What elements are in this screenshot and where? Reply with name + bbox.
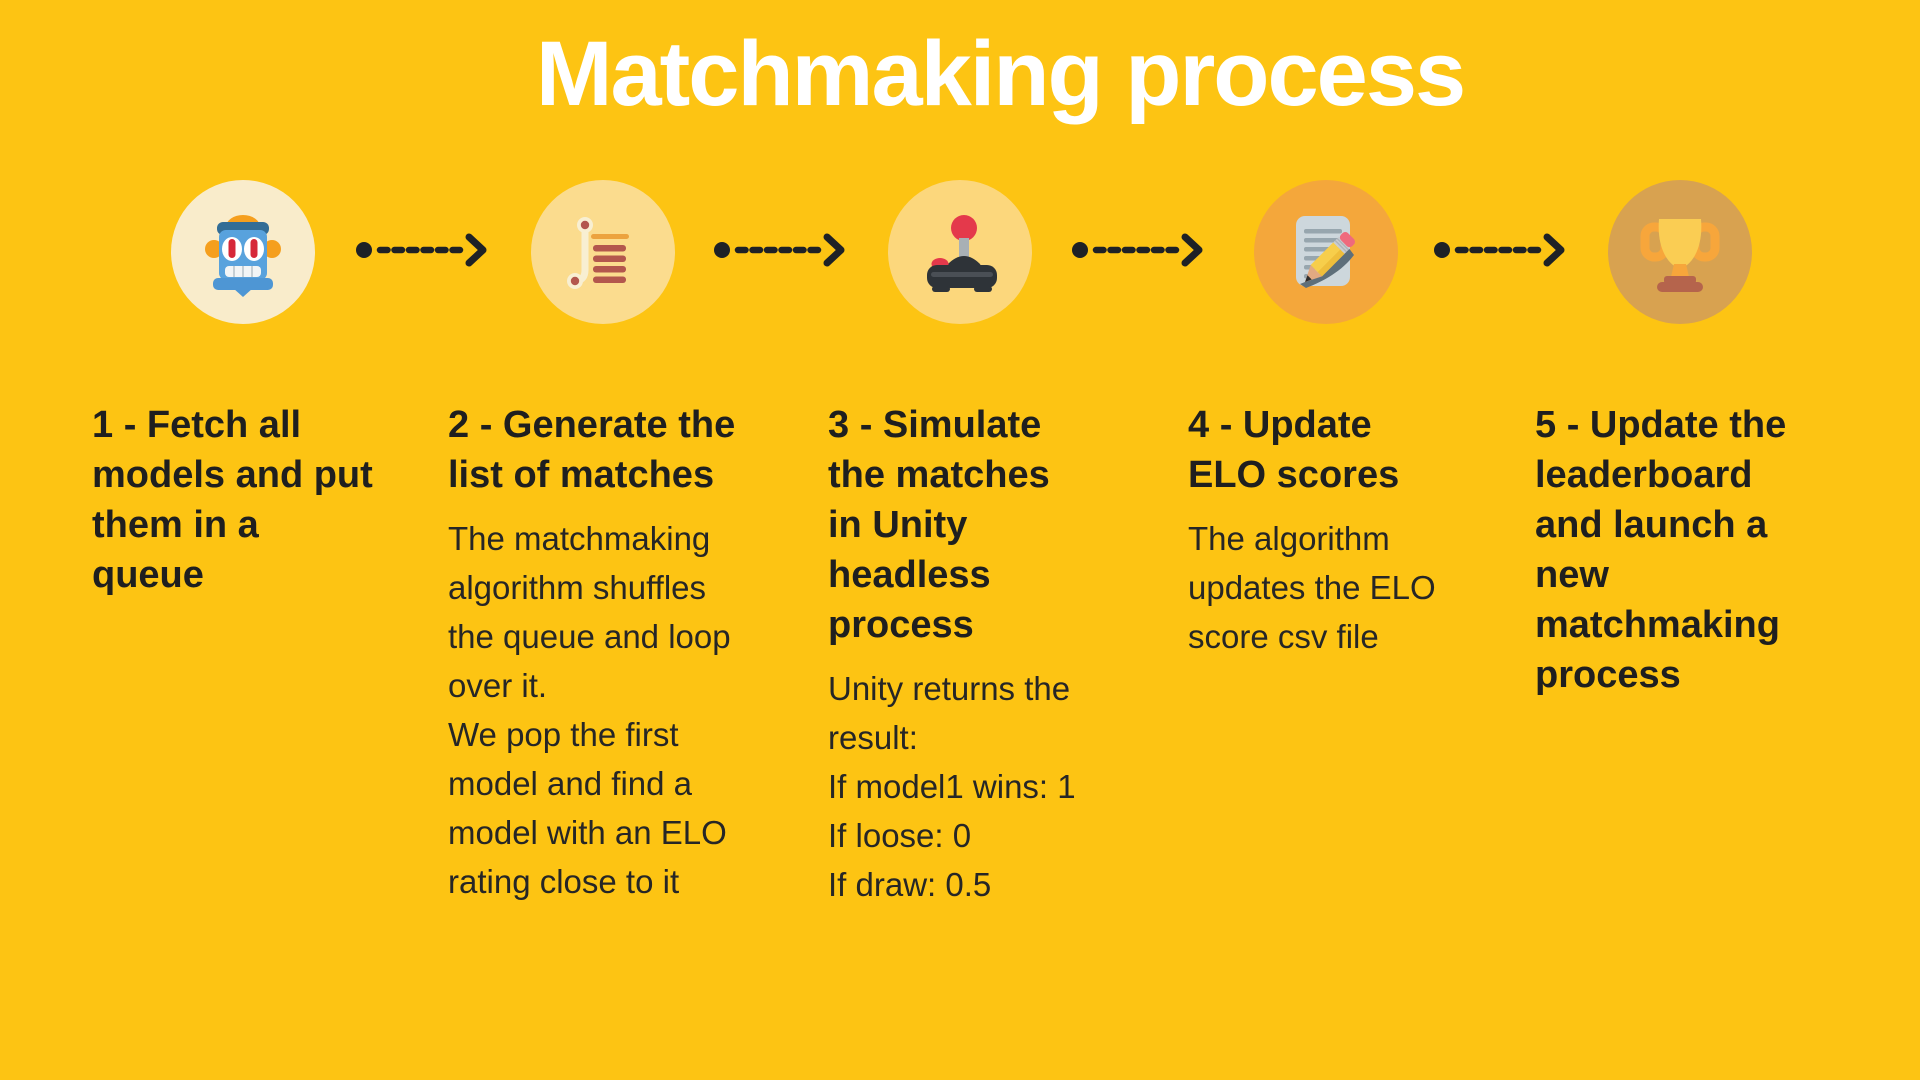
step-1-icon-circle xyxy=(171,180,315,324)
joystick-icon xyxy=(927,215,997,292)
step-5-icon-circle xyxy=(1608,180,1752,324)
step-2-icon-circle xyxy=(531,180,675,324)
scroll-list-icon xyxy=(567,217,629,289)
step-3-text: 3 - Simulate the matches in Unity headle… xyxy=(828,400,1168,909)
arrow-icon xyxy=(1434,233,1565,267)
step-5-text: 5 - Update the leaderboard and launch a … xyxy=(1535,400,1917,714)
step-5-heading: 5 - Update the leaderboard and launch a … xyxy=(1535,404,1787,696)
step-2-text: 2 - Generate the list of matches The mat… xyxy=(448,400,803,906)
step-4-heading: 4 - Update ELO scores xyxy=(1188,404,1400,496)
step-4-text: 4 - Update ELO scores The algorithm upda… xyxy=(1188,400,1528,661)
arrow-icon xyxy=(1072,233,1203,267)
step-1-heading: 1 - Fetch all models and put them in a q… xyxy=(92,404,373,596)
robot-icon xyxy=(205,215,281,297)
page-title: Matchmaking process xyxy=(535,23,1466,125)
step-2-heading: 2 - Generate the list of matches xyxy=(448,404,736,496)
step-2-body: The matchmaking algorithm shuffles the q… xyxy=(448,520,731,900)
step-4-body: The algorithm updates the ELO score csv … xyxy=(1188,520,1436,655)
step-3-heading: 3 - Simulate the matches in Unity headle… xyxy=(828,404,1050,646)
trophy-icon xyxy=(1640,219,1720,292)
step-3-body: Unity returns the result: If model1 wins… xyxy=(828,670,1076,903)
step-1-text: 1 - Fetch all models and put them in a q… xyxy=(92,400,437,614)
step-3-icon-circle xyxy=(888,180,1032,324)
memo-pencil-icon xyxy=(1296,216,1355,288)
arrow-icon xyxy=(356,233,487,267)
step-4-icon-circle xyxy=(1254,180,1398,324)
arrow-icon xyxy=(714,233,845,267)
